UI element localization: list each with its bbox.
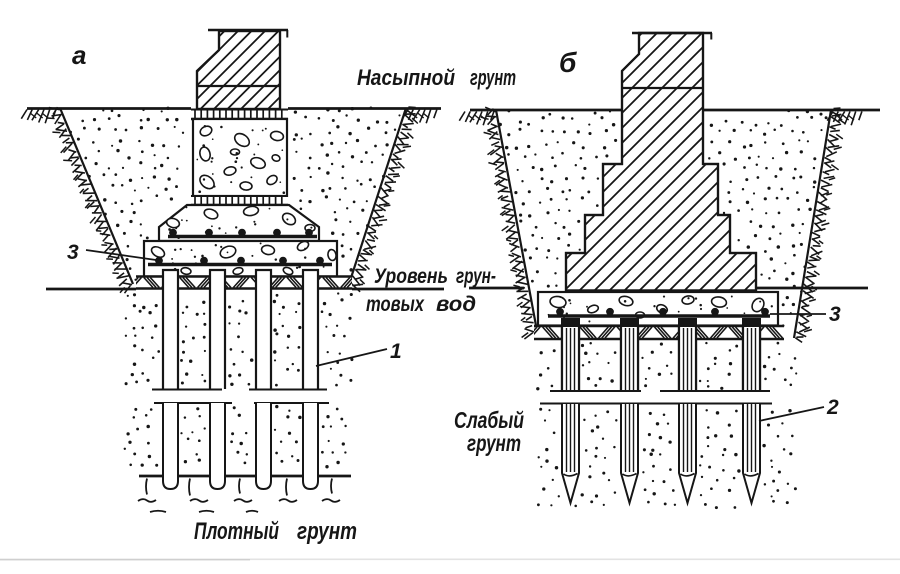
svg-text:б: б <box>559 47 577 78</box>
svg-text:а: а <box>72 40 86 70</box>
svg-text:1: 1 <box>390 340 402 363</box>
svg-text:Насыпной: Насыпной <box>357 65 455 90</box>
svg-text:Плотный: Плотный <box>194 518 279 545</box>
svg-text:товых: товых <box>366 293 425 316</box>
svg-text:вод: вод <box>436 293 476 316</box>
svg-text:Слабый: Слабый <box>454 407 524 433</box>
svg-text:3: 3 <box>67 241 79 264</box>
svg-text:грун-: грун- <box>456 265 496 288</box>
svg-text:грунт: грунт <box>470 65 516 90</box>
svg-text:3: 3 <box>829 303 841 326</box>
svg-text:2: 2 <box>826 396 839 419</box>
svg-text:грунт: грунт <box>297 518 357 545</box>
svg-text:грунт: грунт <box>467 430 521 456</box>
svg-text:Уровень: Уровень <box>374 265 448 288</box>
